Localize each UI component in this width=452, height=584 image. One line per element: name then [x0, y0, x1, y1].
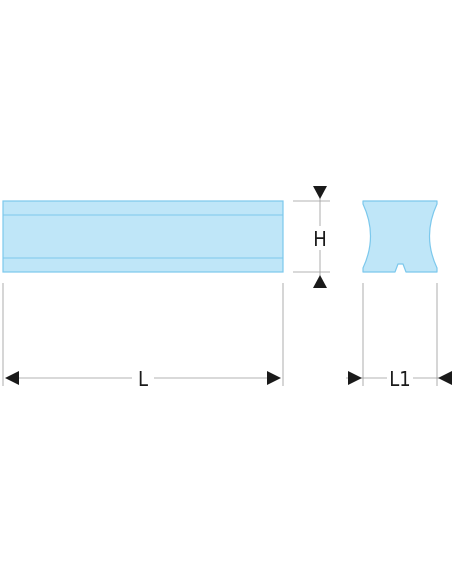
width-label: L1 [389, 367, 410, 391]
height-arrow-bottom [313, 275, 327, 288]
height-arrow-top [313, 186, 327, 199]
width-arrow-right [438, 371, 452, 385]
side-view [2, 200, 284, 273]
end-view-profile [362, 200, 438, 273]
length-arrow-right [267, 371, 281, 385]
height-label: H [313, 227, 327, 251]
width-arrow-left [348, 371, 362, 385]
length-label: L [138, 367, 148, 391]
length-arrow-left [5, 371, 19, 385]
width-dimension: L1 [346, 366, 452, 391]
end-view [362, 200, 438, 273]
side-view-body [2, 200, 284, 273]
extension-lines [2, 200, 438, 386]
length-dimension: L [5, 366, 281, 391]
height-dimension: H [310, 186, 330, 288]
